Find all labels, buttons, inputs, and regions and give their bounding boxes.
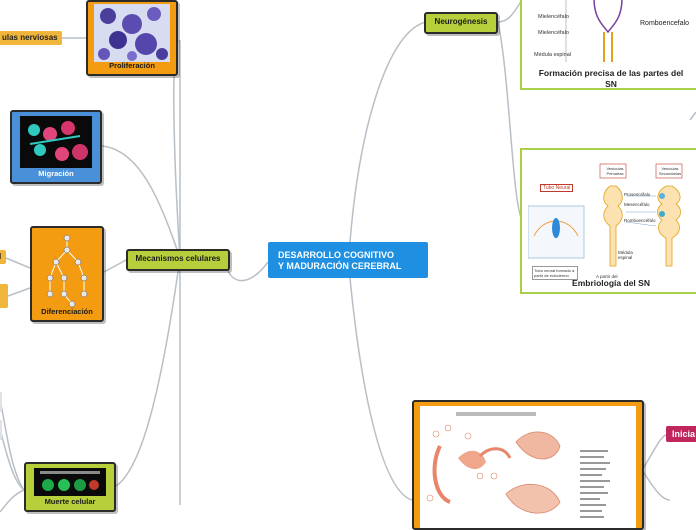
label-romboencefalo-2: Romboencéfalo [624,218,656,223]
connector-formacion [497,0,523,23]
connector-embriologia [497,21,523,221]
differentiation-tree-image [46,234,88,308]
connector-muerte [115,257,181,487]
cell-death-image [34,468,106,496]
label-romboencefalo: Romboencefalo [640,20,690,27]
connector-right-1 [689,111,696,121]
central-topic[interactable]: DESARROLLO COGNITIVO Y MADURACIÓN CEREBR… [268,242,428,278]
card-proliferacion-label: Proliferación [109,61,155,70]
label-tubo-caption: Tubo neural formado a partir de ectoderm… [532,266,578,280]
tag-small-l-label: l [0,252,2,261]
panel-formacion[interactable]: Mielencéfalo Mielencéfalo Médula espinal… [520,0,696,90]
proliferation-cells-image [94,4,170,62]
connector-neurogenesis [349,21,427,243]
tag-small-l[interactable]: l [0,250,6,264]
tag-inicia-label: Inicia [672,429,696,439]
card-migracion-label: Migración [38,169,74,178]
tag-inicia[interactable]: Inicia [666,426,696,442]
label-fragment: A partir del [596,274,618,279]
connector-inicia [641,433,669,471]
central-title-line2: Y MADURACIÓN CEREBRAL [278,261,402,271]
card-muerte-label: Muerte celular [44,497,96,506]
panel-formacion-line2: SN [605,79,617,89]
card-migracion[interactable]: Migración [10,110,102,184]
node-left-partial-1[interactable] [0,392,2,412]
tag-celulas-nerviosas[interactable]: ulas nerviosas [0,31,62,45]
topic-neurogenesis[interactable]: Neurogénesis [424,12,498,34]
label-vesiculas-primarias: Vesículas Primarias [606,166,624,176]
tag-left-partial[interactable] [0,284,8,308]
card-diferenciacion-label: Diferenciación [41,307,93,316]
topic-mecanismos[interactable]: Mecanismos celulares [126,249,230,271]
connector-small-l [5,257,31,269]
connector-migracion [101,145,181,259]
card-proliferacion[interactable]: Proliferación [86,0,178,76]
panel-formacion-line1: Formación precisa de las partes del [538,68,684,78]
label-tubo-neural: Tubo Neural [540,184,574,192]
topic-neurogenesis-label: Neurogénesis [434,17,488,26]
label-medula-espinal-2: Médula espinal [618,250,633,260]
connector-mecanismos [226,257,269,282]
embryology-diagram [528,163,683,267]
connector-left-tag [7,287,31,297]
connector-bottom [349,277,413,501]
label-vesiculas-secundarias: Vesículas Secundarias [658,166,682,176]
connector-diferenciacion [103,259,127,273]
label-mesencefalo: Mesencéfalo [624,202,650,207]
brain-development-image [420,406,636,528]
panel-brain-development[interactable] [412,400,644,530]
label-medula-espinal: Médula espinal [534,52,571,58]
label-mielencefalo-2: Mielencéfalo [538,30,569,36]
connector-muerte-left-3 [0,489,25,513]
node-left-partial-2[interactable] [0,420,2,440]
brain-regions-diagram [565,0,623,62]
panel-embriologia[interactable]: Tubo Neural Vesículas Primarias Vesícula… [520,148,696,294]
central-title-line1: DESARROLLO COGNITIVO [278,250,395,260]
migration-cells-image [20,116,92,168]
connector-right-2 [641,469,671,501]
topic-mecanismos-label: Mecanismos celulares [135,254,221,263]
label-mielencefalo: Mielencéfalo [538,14,569,20]
panel-embriologia-caption: Embriología del SN [572,278,650,288]
tag-celulas-label: ulas nerviosas [2,33,58,42]
label-prosencefalo: Prosencéfalo [624,192,651,197]
card-diferenciacion[interactable]: Diferenciación [30,226,104,322]
panel-formacion-caption: Formación precisa de las partes del SN [522,68,696,90]
card-muerte-celular[interactable]: Muerte celular [24,462,116,512]
